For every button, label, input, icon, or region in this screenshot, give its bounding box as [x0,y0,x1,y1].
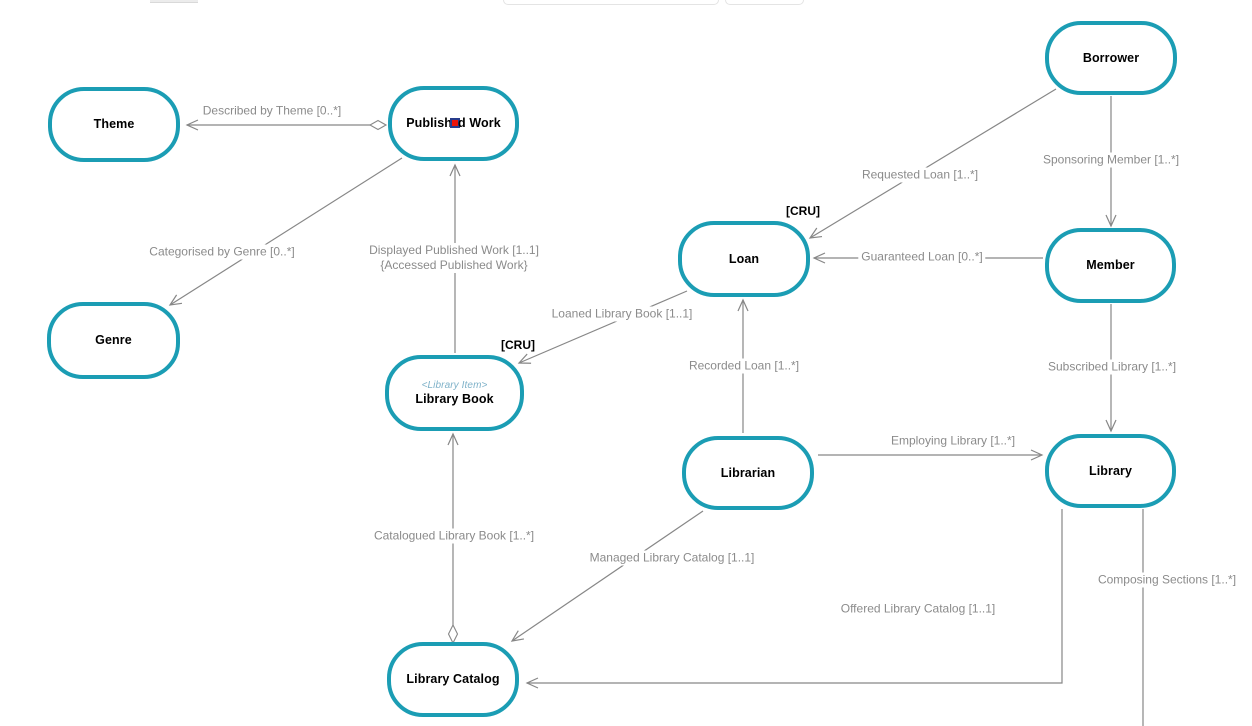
entity-library-catalog[interactable]: Library Catalog [387,642,519,717]
entity-label: Borrower [1082,50,1140,65]
entity-label: Library [1088,463,1133,478]
edge-line-offered-library-catalog[interactable] [525,509,1063,689]
edge-label-offered-library-catalog[interactable]: Offered Library Catalog [1..1] [837,601,999,617]
toolbar-remnant-button[interactable] [150,0,198,3]
edge-label-recorded-loan[interactable]: Recorded Loan [1..*] [685,358,803,374]
edge-label-subscribed-library[interactable]: Subscribed Library [1..*] [1044,359,1180,375]
edge-line-managed-library-catalog[interactable] [510,510,704,642]
entity-label: Genre [95,333,132,347]
edge-label-composing-sections[interactable]: Composing Sections [1..*] [1094,572,1240,588]
entity-library-book[interactable]: <Library Item> Library Book [385,355,524,431]
entity-label: Library Catalog [406,672,500,686]
cru-annotation-loan[interactable]: [CRU] [784,204,822,218]
entity-label: Librarian [720,465,776,480]
edge-label-categorised-by-genre[interactable]: Categorised by Genre [0..*] [146,244,298,260]
edge-constraint-text: {Accessed Published Work} [380,258,528,272]
edge-line-loaned-library-book[interactable] [517,290,688,364]
edge-label-managed-library-catalog[interactable]: Managed Library Catalog [1..1] [586,550,758,566]
edge-line-requested-loan[interactable] [808,88,1057,239]
edge-label-requested-loan[interactable]: Requested Loan [1..*] [858,167,982,183]
entity-loan[interactable]: Loan [678,221,810,297]
edge-label-employing-library[interactable]: Employing Library [1..*] [887,433,1019,449]
entity-library[interactable]: Library [1045,434,1176,508]
red-square-marker [450,118,461,128]
entity-genre[interactable]: Genre [47,302,180,379]
edge-label-sponsoring-member[interactable]: Sponsoring Member [1..*] [1039,152,1183,168]
entity-label: Theme [93,117,135,131]
edge-label-text: Displayed Published Work [1..1] [369,243,539,257]
entity-librarian[interactable]: Librarian [682,436,814,510]
diamond-library-catalog [447,623,459,645]
entity-label: Loan [728,251,760,266]
edge-label-displayed-published-work[interactable]: Displayed Published Work [1..1] {Accesse… [366,243,542,273]
entity-label: Library Book [415,391,494,406]
entity-stereotype: <Library Item> [421,379,488,391]
edge-label-guaranteed-loan[interactable]: Guaranteed Loan [0..*] [858,249,986,265]
edge-label-loaned-library-book[interactable]: Loaned Library Book [1..1] [548,306,696,322]
diamond-published-work [368,119,388,131]
entity-theme[interactable]: Theme [48,87,180,162]
entity-borrower[interactable]: Borrower [1045,21,1177,95]
edge-label-described-by-theme[interactable]: Described by Theme [0..*] [199,103,345,119]
edge-label-catalogued-library-book[interactable]: Catalogued Library Book [1..*] [370,528,538,544]
entity-label: Member [1086,258,1135,272]
cru-annotation-library-book[interactable]: [CRU] [499,338,537,352]
entity-member[interactable]: Member [1045,228,1176,303]
edge-line-categorised-by-genre[interactable] [168,157,403,306]
